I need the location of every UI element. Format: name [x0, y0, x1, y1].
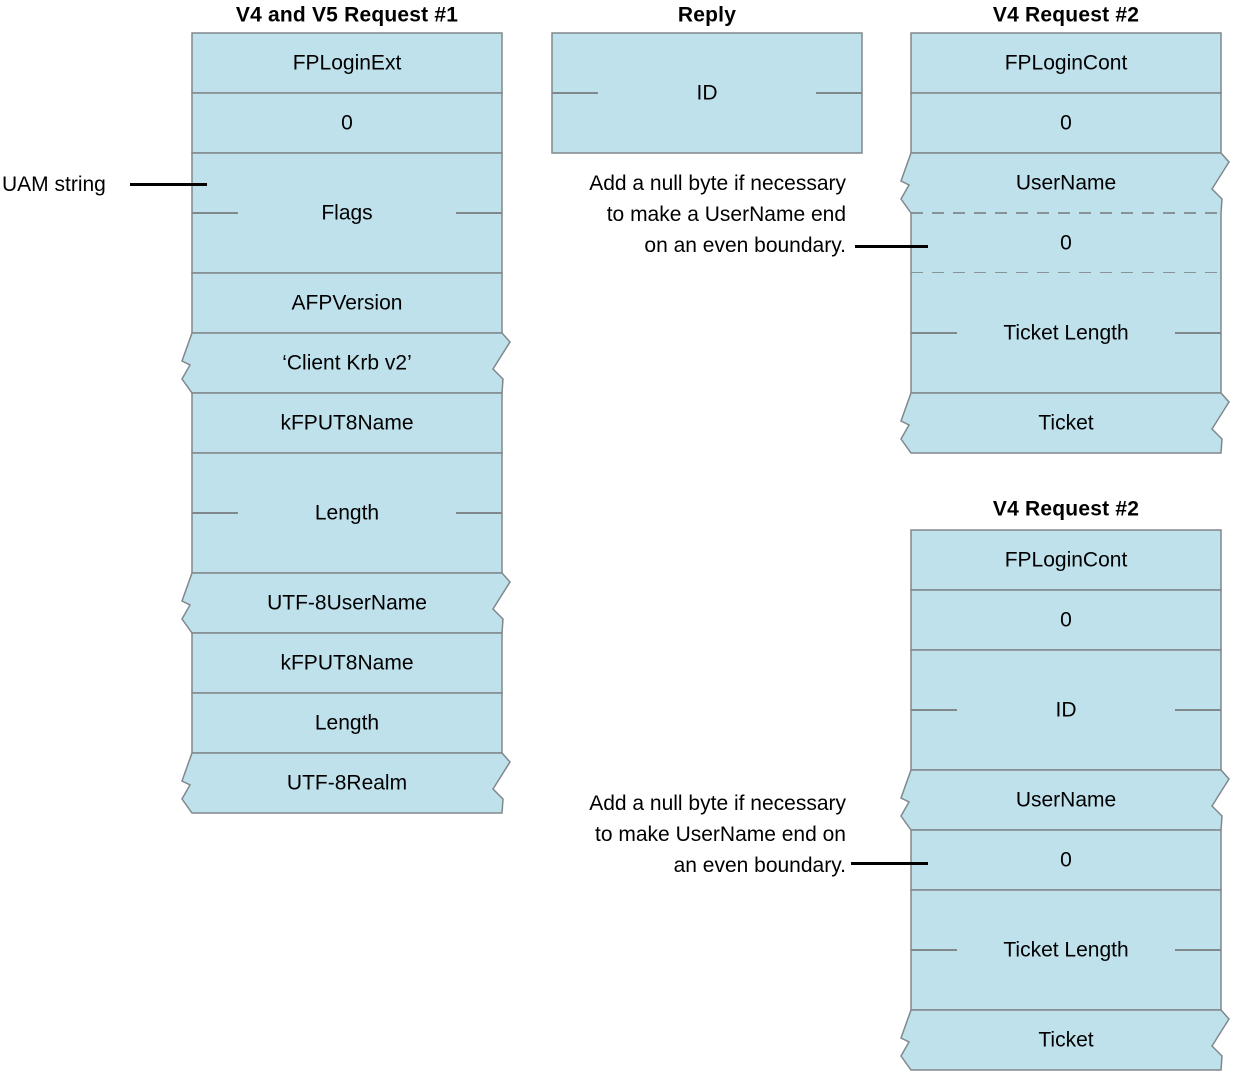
box-b-null-byte	[910, 829, 1222, 891]
box-reply-id	[551, 32, 863, 154]
box-afpversion	[191, 272, 503, 334]
wide-field-ticks-col1	[192, 212, 502, 514]
column-v4-request2-bottom	[900, 529, 1230, 1071]
wide-field-ticks-col3-bottom	[911, 709, 1221, 951]
field-b-id: ID	[1055, 698, 1077, 722]
field-a-username: UserName	[1015, 171, 1117, 195]
box-a-ticket-length-fill	[911, 273, 1221, 393]
field-a-ticket: Ticket	[1038, 411, 1094, 435]
box-a-zero-1	[910, 92, 1222, 154]
field-b-fplogincont: FPLoginCont	[1004, 548, 1128, 572]
annotation-line: to make UserName end on	[595, 823, 846, 846]
annotation-line: to make a UserName end	[606, 203, 846, 226]
box-a-ticket-torn-edge	[900, 392, 1230, 454]
field-utf8username: UTF-8UserName	[267, 591, 427, 615]
field-fploginext: FPLoginExt	[292, 51, 402, 75]
field-a-ticket-length: Ticket Length	[1003, 321, 1129, 345]
field-client-krb-v2: ‘Client Krb v2’	[282, 351, 412, 375]
field-b-null-byte: 0	[1060, 848, 1072, 872]
field-b-username: UserName	[1015, 788, 1117, 812]
field-a-zero-1: 0	[1060, 111, 1072, 135]
box-kfput8name-1	[191, 392, 503, 454]
box-b-fplogincont	[910, 529, 1222, 591]
box-length-1	[191, 452, 503, 574]
field-kfput8name-1: kFPUT8Name	[280, 411, 414, 435]
field-b-ticket: Ticket	[1038, 1028, 1094, 1052]
column-v4-request2-top	[900, 32, 1230, 454]
annotation-line: Add a null byte if necessary	[589, 792, 846, 815]
box-zero-1	[191, 92, 503, 154]
field-reply-id: ID	[696, 81, 718, 105]
box-a-null-byte-sides	[910, 213, 1222, 273]
field-flags: Flags	[321, 201, 373, 225]
col1-title: V4 and V5 Request #1	[235, 3, 459, 27]
field-kfput8name-2: kFPUT8Name	[280, 651, 414, 675]
field-zero-1: 0	[341, 111, 353, 135]
box-a-null-byte-fill	[911, 213, 1221, 273]
column-reply	[551, 32, 863, 154]
box-length-2	[191, 692, 503, 754]
col3-top-title: V4 Request #2	[992, 3, 1140, 27]
field-b-ticket-length: Ticket Length	[1003, 938, 1129, 962]
box-b-zero-1	[910, 589, 1222, 651]
null-byte-annotation-top: Add a null byte if necessary to make a U…	[530, 168, 846, 261]
field-length-1: Length	[314, 501, 380, 525]
annotation-line: Add a null byte if necessary	[589, 172, 846, 195]
box-utf8realm-torn-edge	[181, 752, 511, 814]
field-length-2: Length	[314, 711, 380, 735]
field-utf8realm: UTF-8Realm	[286, 771, 408, 795]
box-b-ticket-torn-edge	[900, 1009, 1230, 1071]
box-a-username-torn-edge-outline	[900, 152, 1230, 214]
uam-string-annotation: UAM string	[2, 173, 106, 196]
reply-title: Reply	[677, 3, 737, 27]
box-b-id	[910, 649, 1222, 771]
box-fploginext	[191, 32, 503, 94]
field-a-null-byte: 0	[1060, 231, 1072, 255]
column-v4v5-request1	[181, 32, 511, 814]
annotation-line: an even boundary.	[673, 854, 846, 877]
box-a-fplogincont	[910, 32, 1222, 94]
annotation-line: on an even boundary.	[644, 234, 846, 257]
box-kfput8name-2	[191, 632, 503, 694]
box-a-username-torn-edge-fill	[901, 153, 1229, 213]
field-a-fplogincont: FPLoginCont	[1004, 51, 1128, 75]
field-afpversion: AFPVersion	[291, 291, 403, 315]
box-flags	[191, 152, 503, 274]
col3-bottom-title: V4 Request #2	[992, 497, 1140, 521]
field-b-zero-1: 0	[1060, 608, 1072, 632]
null-byte-annotation-bottom: Add a null byte if necessary to make Use…	[530, 788, 846, 881]
